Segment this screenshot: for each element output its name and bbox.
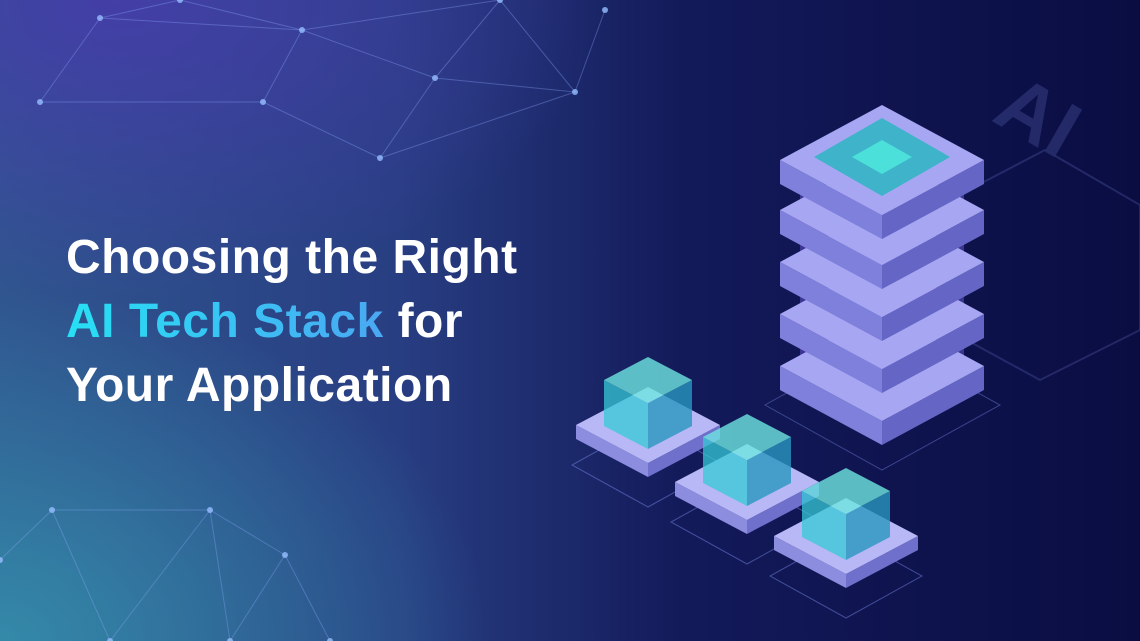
mesh-node: [377, 155, 383, 161]
server-top-core: [852, 140, 912, 174]
mesh-node: [37, 99, 43, 105]
mesh-line: [209, 509, 231, 641]
mesh-line: [379, 77, 436, 159]
page-title: Choosing the Right AI Tech Stack for You…: [66, 226, 518, 418]
mesh-line: [109, 509, 211, 641]
data-block: [768, 468, 924, 619]
mesh-line: [284, 554, 331, 641]
mesh-line: [0, 509, 53, 561]
slab-right-face: [882, 210, 984, 289]
data-cube-blocks: [570, 357, 924, 619]
cube-top-face: [802, 468, 890, 514]
cube-top-face: [703, 414, 791, 460]
slab-left-face: [780, 160, 882, 239]
slab-right-face: [648, 425, 720, 477]
mesh-node: [227, 638, 233, 641]
mesh-line: [179, 0, 303, 31]
slab-right-face: [846, 536, 918, 588]
mesh-line: [574, 9, 606, 93]
block-shadow-outline: [768, 533, 924, 619]
mesh-line: [499, 0, 576, 93]
data-block: [669, 414, 825, 565]
slab-left-face: [774, 536, 846, 588]
mesh-node: [602, 7, 608, 13]
mesh-line: [301, 0, 501, 31]
mesh-node: [432, 75, 438, 81]
mesh-line: [262, 101, 381, 159]
mesh-node: [282, 552, 288, 558]
mesh-node: [107, 638, 113, 641]
mesh-node: [97, 15, 103, 21]
server-stack-icon: [763, 105, 1002, 471]
slab-right-face: [882, 160, 984, 239]
slab-left-face: [780, 210, 882, 289]
network-mesh-decoration: [0, 0, 608, 641]
mesh-node: [572, 89, 578, 95]
mesh-line: [379, 91, 576, 159]
slab-left-face: [675, 482, 747, 534]
slab-right-face: [882, 314, 984, 393]
mesh-line: [434, 77, 576, 93]
mesh-node: [299, 27, 305, 33]
slab-right-face: [882, 262, 984, 341]
mesh-line: [262, 29, 303, 103]
mesh-line: [229, 554, 286, 641]
mesh-node: [327, 638, 333, 641]
mesh-line: [209, 509, 286, 556]
slab-left-face: [780, 262, 882, 341]
mesh-node: [207, 507, 213, 513]
cube-top-face: [604, 357, 692, 403]
data-block: [570, 357, 726, 508]
block-shadow-outline: [669, 479, 825, 565]
slab-left-face: [780, 314, 882, 393]
mesh-node: [260, 99, 266, 105]
mesh-node: [177, 0, 183, 3]
mesh-line: [39, 17, 101, 103]
slab-left-face: [576, 425, 648, 477]
title-line-1: Choosing the Right: [66, 231, 518, 284]
mesh-line: [51, 509, 111, 641]
mesh-node: [0, 557, 3, 563]
slab-right-face: [882, 366, 984, 445]
mesh-line: [434, 0, 501, 79]
mesh-line: [301, 29, 436, 79]
slab-left-face: [780, 366, 882, 445]
title-line-3: Your Application: [66, 359, 453, 412]
mesh-node: [49, 507, 55, 513]
title-highlight: AI Tech Stack: [66, 295, 384, 348]
mesh-line: [99, 0, 181, 19]
mesh-node: [497, 0, 503, 3]
title-line-2-rest: for: [383, 295, 464, 348]
slab-right-face: [747, 482, 819, 534]
mesh-line: [99, 17, 303, 31]
block-shadow-outline: [570, 422, 726, 508]
ai-watermark-text: AI: [982, 58, 1096, 175]
